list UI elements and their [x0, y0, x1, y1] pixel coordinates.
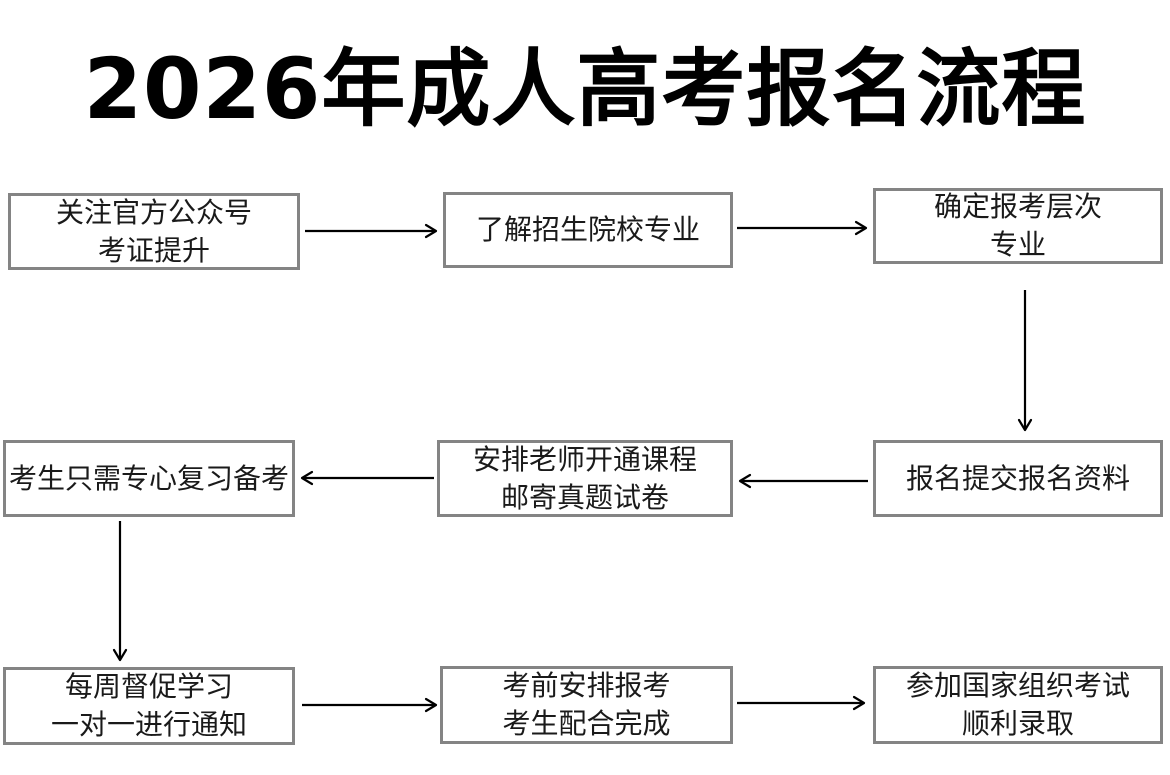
flow-step-5-line-1: 安排老师开通课程 — [472, 442, 697, 476]
flow-step-5: 安排老师开通课程 邮寄真题试卷 — [437, 440, 733, 517]
flow-step-8-line-2: 考生配合完成 — [502, 707, 671, 740]
flow-step-8-line-1: 考前安排报考 — [502, 669, 671, 702]
flow-step-2-line-1: 了解招生院校专业 — [475, 213, 700, 246]
flow-step-3-line-2: 专业 — [989, 228, 1046, 261]
flow-step-3-line-1: 确定报考层次 — [933, 190, 1102, 223]
flow-step-1: 关注官方公众号 考证提升 — [8, 193, 300, 270]
flow-step-4: 报名提交报名资料 — [873, 440, 1163, 517]
flow-step-3: 确定报考层次 专业 — [873, 188, 1163, 264]
flow-step-5-line-2: 邮寄真题试卷 — [500, 480, 669, 514]
flow-step-7-line-1: 每周督促学习 — [64, 670, 233, 703]
flow-step-1-line-1: 关注官方公众号 — [55, 195, 252, 229]
flow-step-6-line-1: 考生只需专心复习备考 — [8, 461, 289, 495]
flow-step-9-line-2: 顺利录取 — [961, 707, 1074, 740]
flow-step-9-line-1: 参加国家组织考试 — [905, 669, 1130, 702]
flow-step-2: 了解招生院校专业 — [443, 192, 733, 268]
page-title: 2026年成人高考报名流程 — [83, 40, 1087, 138]
flow-step-1-line-2: 考证提升 — [97, 233, 210, 267]
flow-step-7: 每周督促学习 一对一进行通知 — [3, 667, 295, 745]
flow-step-7-line-2: 一对一进行通知 — [50, 708, 247, 741]
flow-step-4-line-1: 报名提交报名资料 — [905, 461, 1130, 495]
flow-step-8: 考前安排报考 考生配合完成 — [440, 666, 733, 744]
flow-step-6: 考生只需专心复习备考 — [3, 440, 295, 517]
flow-step-9: 参加国家组织考试 顺利录取 — [873, 666, 1163, 744]
